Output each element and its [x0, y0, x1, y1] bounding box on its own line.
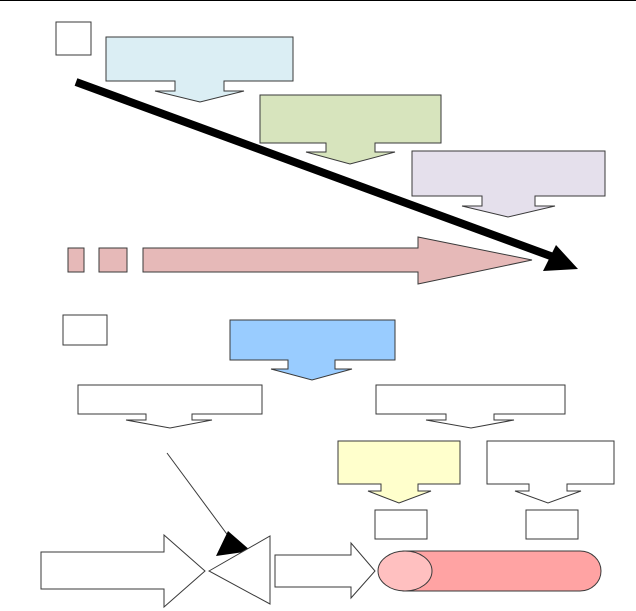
input-block-arrow [40, 533, 206, 609]
callout-step-3 [411, 150, 606, 218]
pointer-head-icon [216, 531, 251, 556]
callout-step-1 [105, 36, 294, 103]
result-box-left [374, 509, 428, 540]
label-box-bottom [62, 314, 108, 346]
pink-horizontal-arrow [142, 236, 533, 285]
callout-yellow [337, 440, 461, 504]
funnel-shape [207, 535, 271, 605]
cylinder-body [402, 550, 602, 592]
callout-white-far-right [486, 440, 615, 504]
label-box-top [55, 21, 92, 56]
callout-right-white [375, 384, 566, 429]
diagonal-arrow-shaft [74, 78, 558, 262]
callout-root-blue [229, 319, 396, 381]
result-box-right [525, 509, 579, 540]
callout-left-white [77, 384, 263, 429]
callout-step-2 [259, 94, 442, 165]
pointer-line [166, 452, 233, 542]
output-block-arrow [274, 541, 376, 600]
cylinder-cap [377, 550, 433, 592]
pink-square-2 [98, 247, 128, 273]
top-rule [0, 0, 636, 1]
pink-square-1 [67, 247, 85, 273]
diagonal-arrow-head [543, 245, 578, 271]
